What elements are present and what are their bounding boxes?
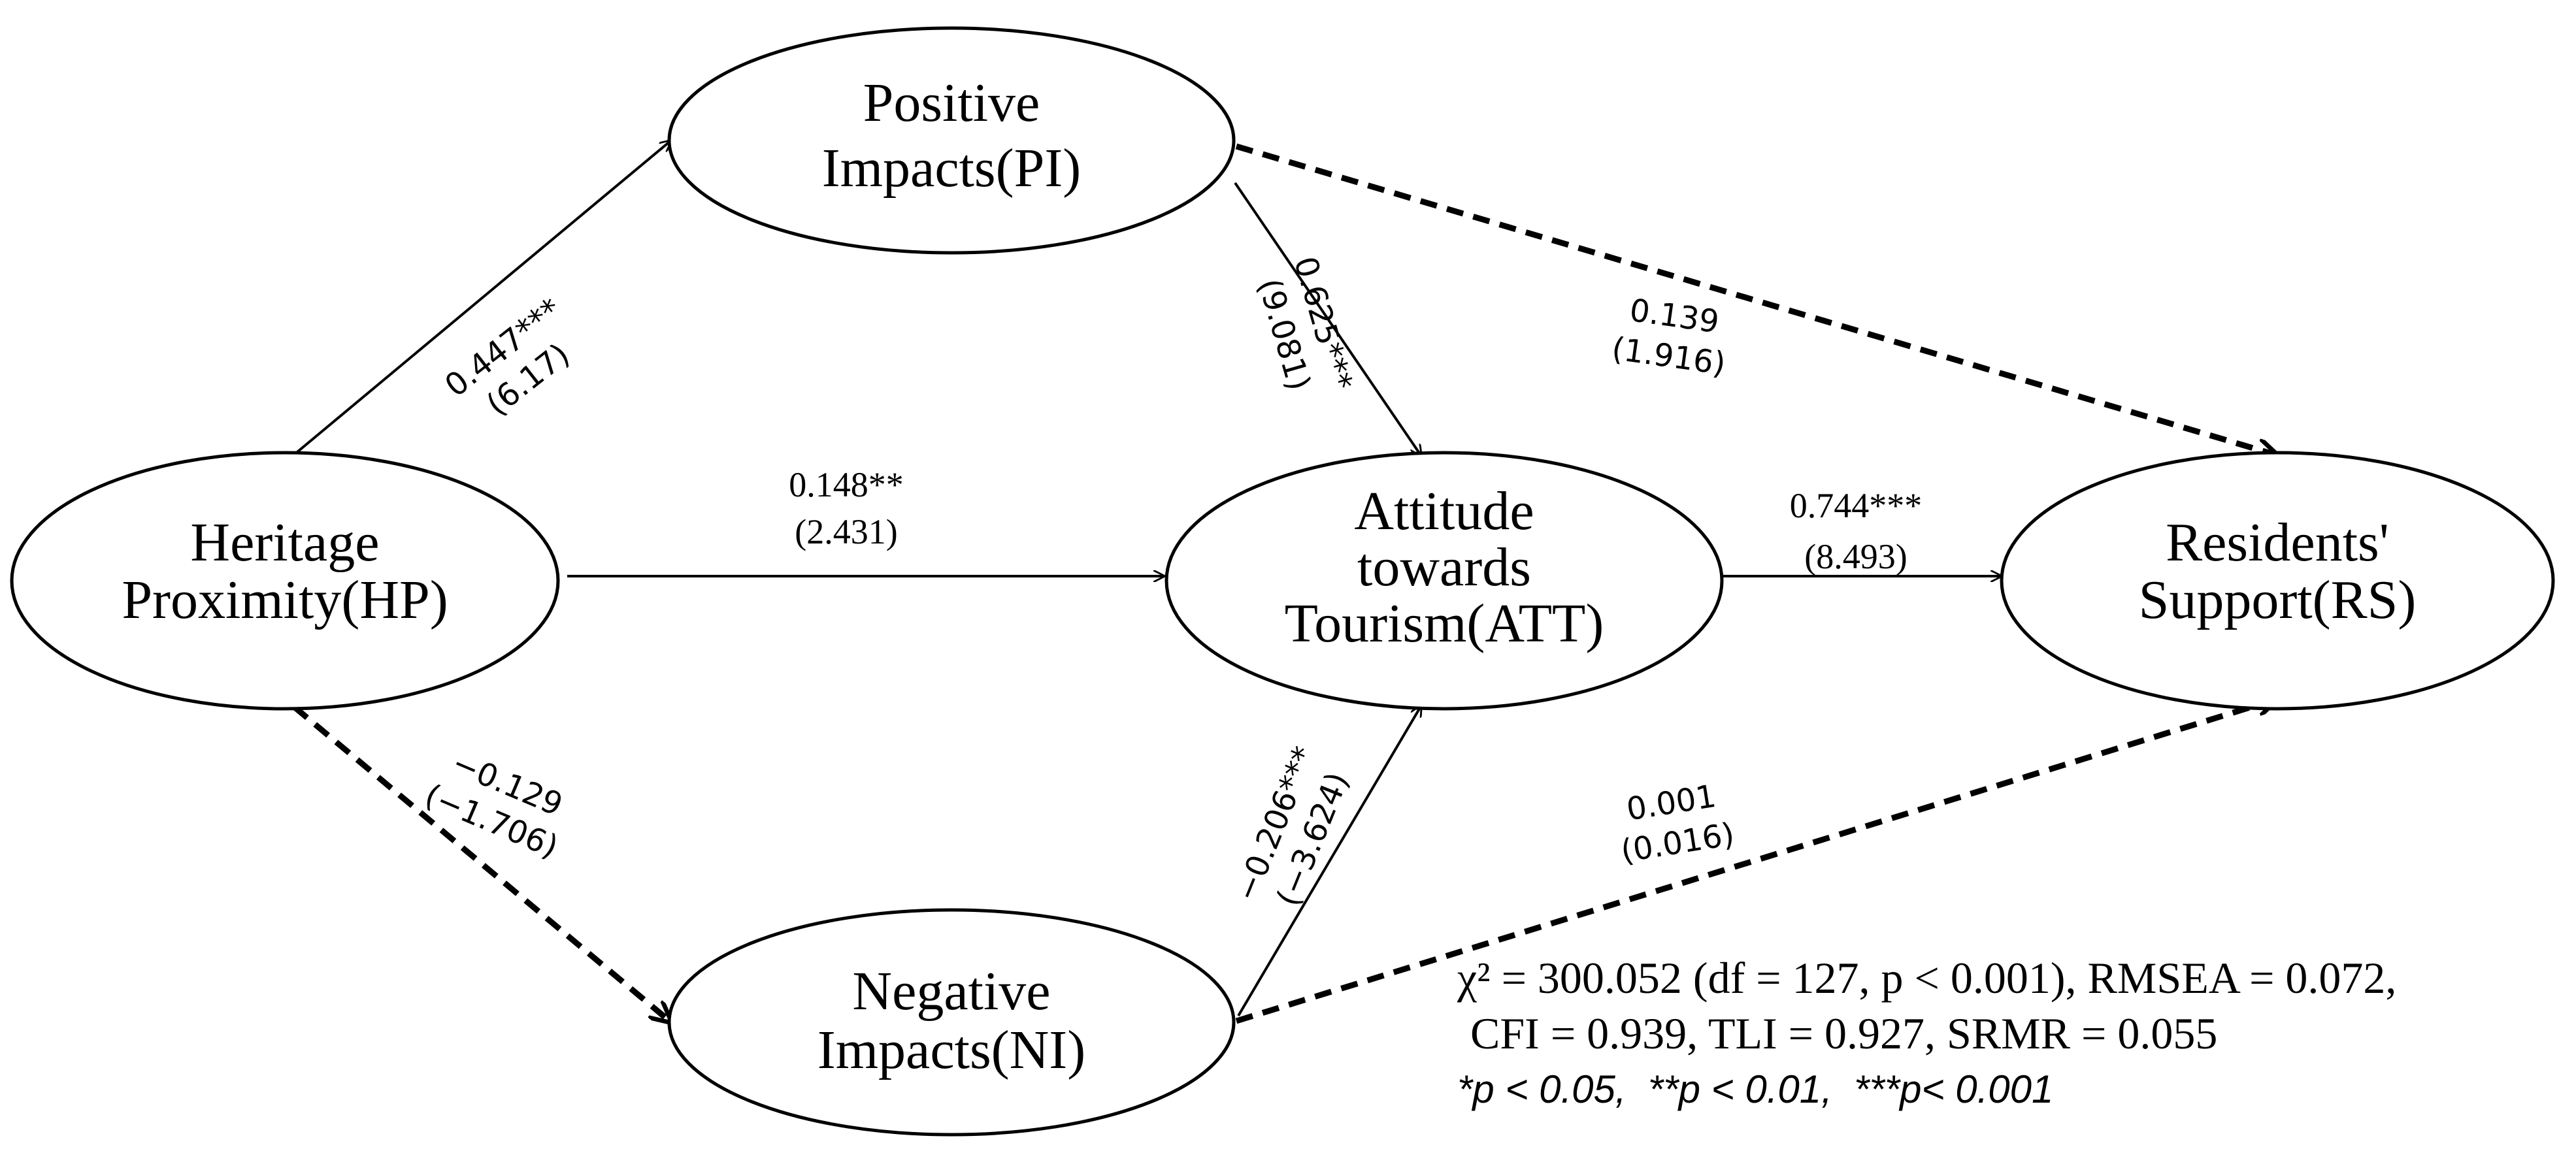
- label-ni-att: −0.206*** (−3.624): [1228, 741, 1356, 911]
- node-attitude-towards-tourism: Attitude towards Tourism(ATT): [1164, 451, 1724, 711]
- label-ni-rs: 0.001 (0.016): [1618, 778, 1736, 870]
- label-att-rs: 0.744*** (8.493): [1790, 486, 1923, 576]
- significance-note: *p < 0.05, **p < 0.01, ***p< 0.001: [1457, 1067, 2053, 1111]
- coef-hp-att: 0.148**: [789, 465, 904, 504]
- node-heritage-proximity: Heritage Proximity(HP): [10, 451, 560, 711]
- path-hp-pi: [293, 140, 671, 456]
- node-rs-line1: Residents': [2166, 512, 2389, 573]
- node-hp-line2: Proximity(HP): [122, 570, 448, 630]
- path-ni-att: [1237, 705, 1421, 1017]
- path-ni-rs: [1235, 699, 2277, 1024]
- path-pi-rs: [1235, 143, 2277, 455]
- node-att-line1: Attitude: [1354, 481, 1534, 542]
- node-ni-line2: Impacts(NI): [817, 1020, 1085, 1080]
- node-ni-line1: Negative: [852, 961, 1050, 1022]
- t-att-rs: (8.493): [1804, 537, 1907, 576]
- label-hp-pi: 0.447*** (6.17): [438, 291, 576, 423]
- node-pi-line1: Positive: [863, 73, 1040, 133]
- node-att-line2: towards: [1357, 537, 1531, 598]
- label-pi-att: 0.625*** (9.081): [1251, 253, 1359, 395]
- node-residents-support: Residents' Support(RS): [2000, 451, 2555, 711]
- node-positive-impacts: Positive Impacts(PI): [667, 26, 1236, 255]
- label-pi-rs: 0.139 (1.916): [1610, 292, 1728, 383]
- node-pi-line2: Impacts(PI): [822, 138, 1082, 199]
- fit-line-1: χ² = 300.052 (df = 127, p < 0.001), RMSE…: [1457, 953, 2396, 1003]
- coef-pi-rs: 0.139: [1627, 292, 1721, 341]
- node-rs-line2: Support(RS): [2139, 570, 2417, 630]
- label-hp-att: 0.148** (2.431): [789, 465, 904, 551]
- coef-att-rs: 0.744***: [1790, 486, 1923, 525]
- node-negative-impacts: Negative Impacts(NI): [667, 908, 1236, 1137]
- node-att-line3: Tourism(ATT): [1285, 593, 1604, 654]
- node-hp-line1: Heritage: [190, 512, 379, 573]
- label-hp-ni: −0.129 (−1.706): [420, 745, 568, 866]
- path-pi-att: [1234, 182, 1421, 456]
- model-fit-summary: χ² = 300.052 (df = 127, p < 0.001), RMSE…: [1457, 953, 2396, 1111]
- t-hp-att: (2.431): [795, 512, 897, 551]
- fit-line-2: CFI = 0.939, TLI = 0.927, SRMR = 0.055: [1470, 1009, 2217, 1058]
